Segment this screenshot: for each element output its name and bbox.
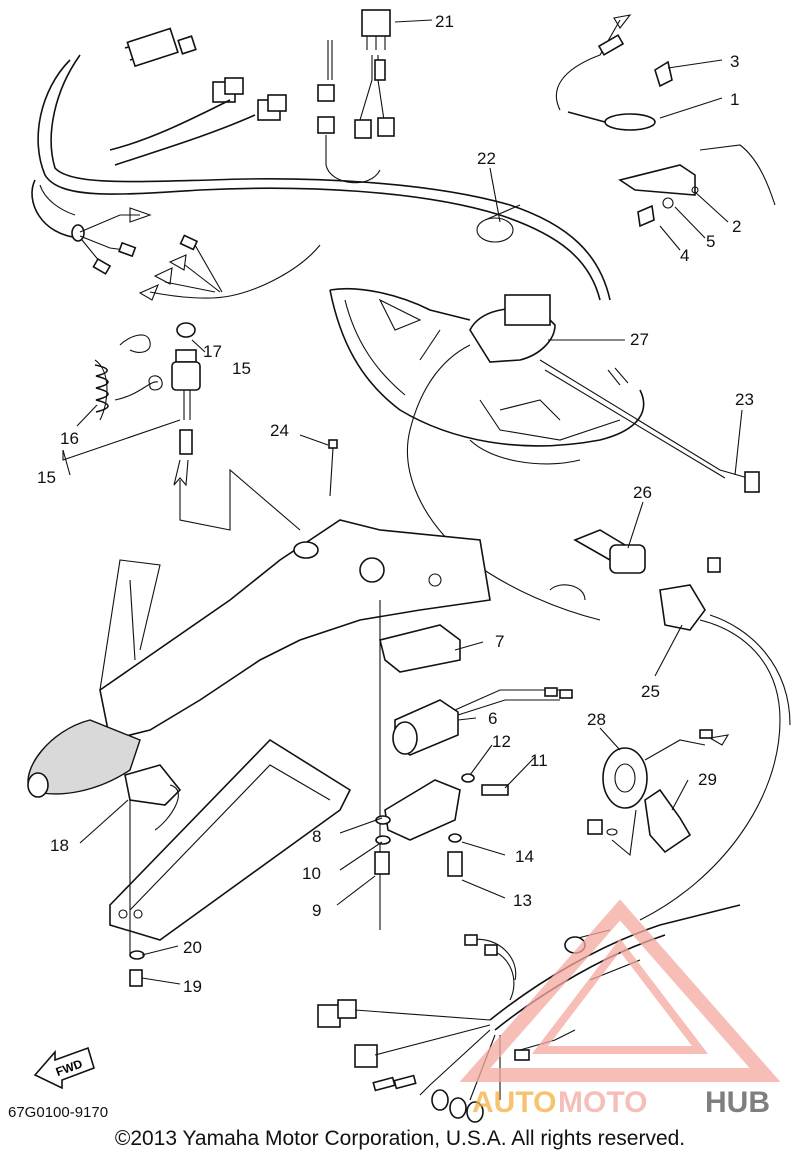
part-label-10: 10 — [302, 864, 321, 883]
part-label-28: 28 — [587, 710, 606, 729]
diagram-code: 67G0100-9170 — [8, 1104, 109, 1121]
part-number-labels: 1 2 3 4 5 6 7 8 9 10 11 12 13 14 15 15 1… — [37, 12, 754, 996]
part-label-4: 4 — [680, 246, 689, 265]
center-switch-parts — [374, 600, 573, 930]
top-right-switch-parts — [555, 14, 776, 228]
part-27-grommet — [406, 294, 601, 621]
part-label-5: 5 — [706, 232, 715, 251]
leader-lines — [62, 19, 743, 985]
part-label-16: 16 — [60, 429, 79, 448]
part-label-26: 26 — [633, 483, 652, 502]
copyright-notice: ©2013 Yamaha Motor Corporation, U.S.A. A… — [114, 1127, 686, 1150]
cowling-bracket — [329, 287, 645, 465]
part-label-1: 1 — [730, 90, 739, 109]
watermark-moto: MOTO — [558, 1086, 647, 1119]
top-left-harness — [31, 27, 611, 301]
part-24-tie — [328, 439, 338, 497]
part-label-27: 27 — [630, 330, 649, 349]
part-label-15a: 15 — [232, 359, 251, 378]
part-label-13: 13 — [513, 891, 532, 910]
part-label-3: 3 — [730, 52, 739, 71]
part-label-24: 24 — [270, 421, 289, 440]
part-label-19: 19 — [183, 977, 202, 996]
part-label-6: 6 — [488, 709, 497, 728]
parts-25-26 — [549, 529, 791, 921]
part-label-12: 12 — [492, 732, 511, 751]
part-label-17: 17 — [203, 342, 222, 361]
part-label-2: 2 — [732, 217, 741, 236]
part-23-lead — [539, 359, 760, 493]
lanyard-switch — [62, 322, 301, 531]
part-label-25: 25 — [641, 682, 660, 701]
part-label-7: 7 — [495, 632, 504, 651]
part-21-connector — [317, 9, 395, 184]
part-label-22: 22 — [477, 149, 496, 168]
part-label-23: 23 — [735, 390, 754, 409]
fwd-arrow: FWD — [33, 1046, 95, 1090]
part-label-29: 29 — [698, 770, 717, 789]
part-label-11: 11 — [530, 751, 548, 770]
part-label-18: 18 — [50, 836, 69, 855]
part-label-15b: 15 — [37, 468, 56, 487]
watermark-auto: AUTO — [472, 1086, 556, 1119]
automotohub-watermark-logo: AUTO MOTO HUB — [459, 899, 781, 1119]
watermark-hub: HUB — [705, 1086, 770, 1119]
base-plate — [109, 738, 352, 987]
part-label-14: 14 — [515, 847, 534, 866]
part-label-21: 21 — [435, 12, 454, 31]
part-label-9: 9 — [312, 901, 321, 920]
part-label-20: 20 — [183, 938, 202, 957]
part-22-clamp — [476, 204, 521, 243]
tiller-handle — [27, 519, 491, 798]
parts-28-29 — [587, 729, 730, 857]
part-label-8: 8 — [312, 827, 321, 846]
